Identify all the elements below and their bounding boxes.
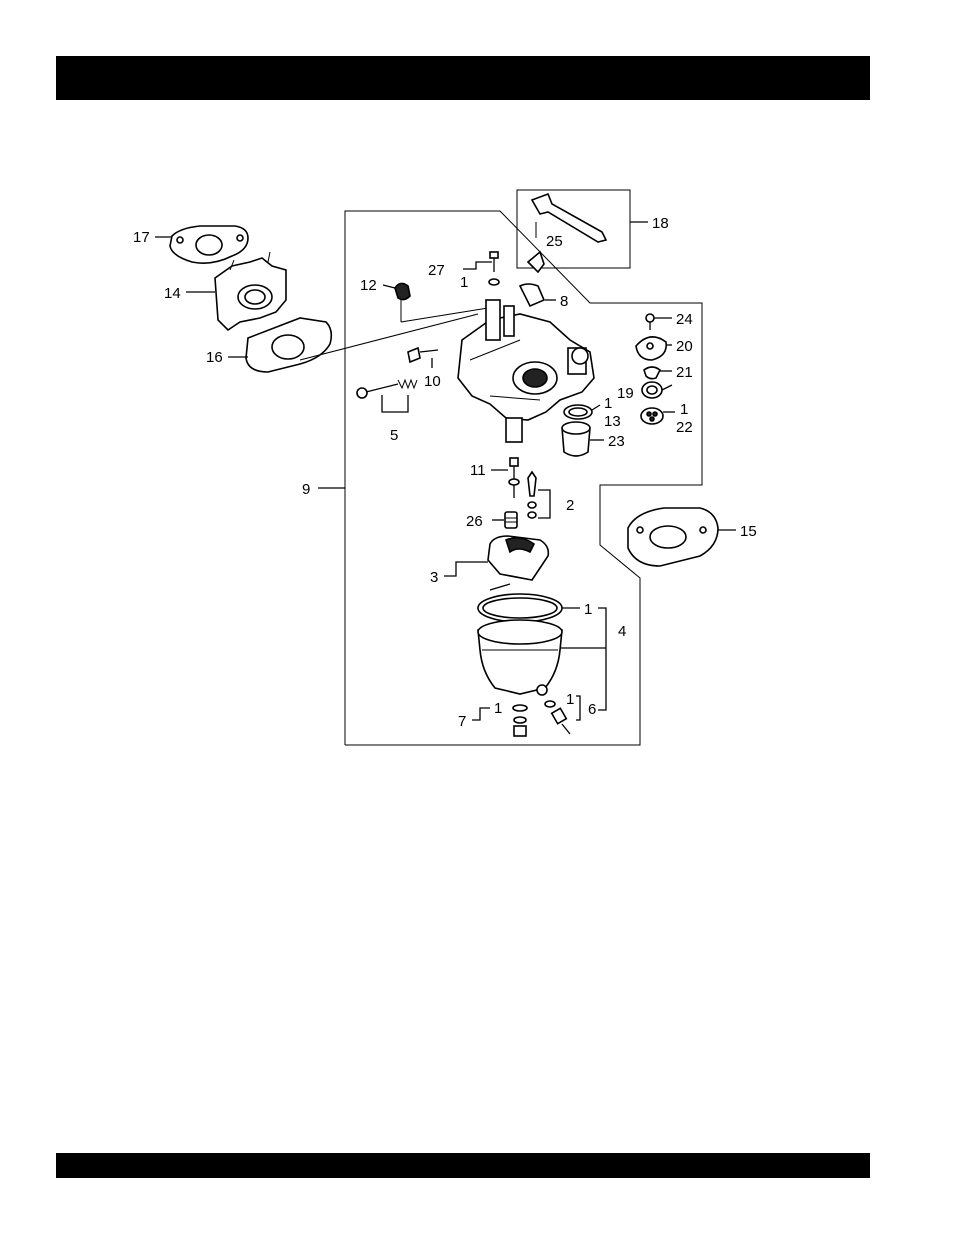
callout-18: 18 [652,215,669,232]
callout-1-a: 1 [460,274,468,291]
lever-18 [532,194,606,242]
oring-13 [564,405,592,419]
callout-27: 27 [428,262,445,279]
part-23 [562,422,590,456]
callout-2: 2 [566,497,574,514]
part-19 [642,382,662,398]
part-12 [395,283,488,322]
insulator-14 [215,252,286,330]
callout-21: 21 [676,364,693,381]
part-2 [528,472,536,518]
carburetor-body [458,300,594,442]
callout-5: 5 [390,427,398,444]
callout-9: 9 [302,481,310,498]
callout-19: 19 [617,385,634,402]
bolt-7 [513,705,527,736]
screw-24 [646,314,654,330]
callout-13: 13 [604,413,621,430]
part-22 [641,408,663,424]
callout-1-d: 1 [584,601,592,618]
part-8 [520,252,544,306]
float-3 [488,536,548,590]
float-chamber-4 [478,594,562,695]
callout-26: 26 [466,513,483,530]
part-10 [408,348,438,362]
callout-4: 4 [618,623,626,640]
callout-3: 3 [430,569,438,586]
callout-11: 11 [470,462,486,479]
callout-1-b: 1 [680,401,688,418]
gasket-17 [170,226,248,263]
part-11 [509,458,519,498]
callout-10: 10 [424,373,441,390]
callout-22: 22 [676,419,693,436]
part-26 [505,512,517,528]
callout-15: 15 [740,523,757,540]
callout-1-e: 1 [566,691,574,708]
callout-16: 16 [206,349,223,366]
callout-25: 25 [546,233,563,250]
gasket-16 [246,318,331,372]
callout-6: 6 [588,701,596,718]
callout-1-f: 1 [494,700,502,717]
callout-17: 17 [133,229,150,246]
screw-27 [489,252,499,285]
callout-20: 20 [676,338,693,355]
part-20 [636,337,666,360]
callout-1-c: 1 [604,395,612,412]
callout-12: 12 [360,277,377,294]
callout-24: 24 [676,311,693,328]
gasket-15 [628,508,718,566]
part-21 [644,367,660,379]
callout-7: 7 [458,713,466,730]
callout-23: 23 [608,433,625,450]
callout-14: 14 [164,285,181,302]
callout-8: 8 [560,293,568,310]
